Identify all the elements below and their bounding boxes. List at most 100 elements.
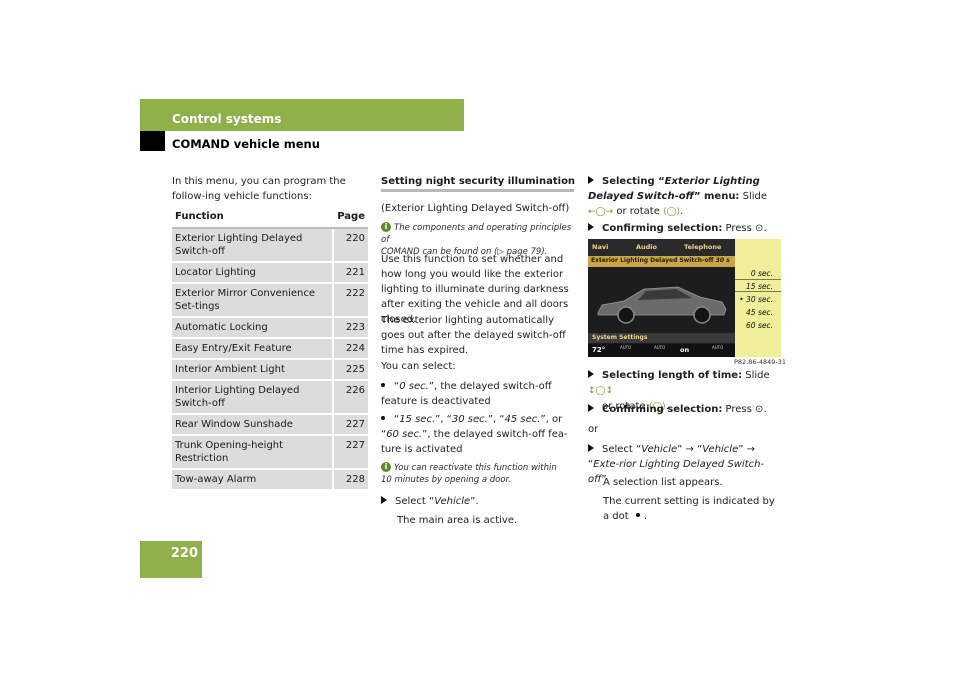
screen-tab-navi: Navi <box>592 243 609 251</box>
step-select-vehicle: Select “Vehicle”. <box>381 494 577 509</box>
table-header-row: Function Page <box>172 207 368 229</box>
step-confirm-2: Confirming selection: Press ⊙. <box>588 402 784 417</box>
table-header-page: Page <box>332 207 368 229</box>
screen-auto-2: AUTO <box>654 345 666 350</box>
result-text-1: A selection list appears. <box>603 477 723 488</box>
comand-screen-image: Navi Audio Telephone Exterior Lighting D… <box>588 239 781 357</box>
screen-tab-telephone: Telephone <box>684 243 722 251</box>
slide-left-right-icon: ←◯→ <box>588 207 614 217</box>
table-cell-function: Exterior Mirror Convenience Set-tings <box>172 284 332 318</box>
screen-option-15: 15 sec. <box>746 282 773 291</box>
page-number-box <box>140 541 202 578</box>
header-tab <box>140 131 165 151</box>
step-select-path: Select “Vehicle” → “Vehicle” → “Exte-rio… <box>588 444 765 485</box>
table-cell-function: Rear Window Sunshade <box>172 415 332 436</box>
step-select-length: Selecting length of time: Slide ↕◯↕or ro… <box>588 370 770 412</box>
step-arrow-icon <box>588 223 594 231</box>
screen-selection-panel <box>735 239 781 357</box>
subheading: (Exterior Lighting Delayed Switch-off) <box>381 203 570 214</box>
table-cell-page: 225 <box>332 360 368 381</box>
table-cell-function: Locator Lighting <box>172 263 332 284</box>
screen-tab-audio: Audio <box>636 243 658 251</box>
table-cell-page: 220 <box>332 229 368 263</box>
slide-up-down-icon: ↕◯↕ <box>588 386 614 396</box>
image-code: P82.86-4849-31 <box>734 358 787 366</box>
bullet-icon <box>381 416 385 420</box>
screen-option-45: 45 sec. <box>746 308 773 317</box>
dot-icon <box>635 513 640 517</box>
section-title: Control systems <box>172 112 282 126</box>
table-cell-page: 228 <box>332 470 368 491</box>
screen-option-0: 0 sec. <box>750 269 773 278</box>
screen-system-settings: System Settings <box>592 334 648 341</box>
heading-rule <box>381 189 574 192</box>
screen-auto-1: AUTO <box>620 345 632 350</box>
bullet-icon <box>381 383 385 387</box>
screen-system-settings-bar <box>588 333 735 343</box>
press-icon: ⊙ <box>755 404 764 415</box>
paragraph-1: Use this function to set whether and how… <box>381 254 569 325</box>
table-cell-page: 224 <box>332 339 368 360</box>
screen-on: on <box>680 346 690 354</box>
step-arrow-icon <box>381 496 387 504</box>
section-heading: Setting night security illumination <box>381 176 576 187</box>
screen-temp: 72° <box>592 346 606 354</box>
step-arrow-icon <box>588 404 594 412</box>
table-cell-function: Interior Ambient Light <box>172 360 332 381</box>
table-cell-page: 227 <box>332 436 368 470</box>
table-header-function: Function <box>172 207 332 229</box>
press-icon: ⊙ <box>755 223 764 234</box>
bullet-item-2: “15 sec.”, “30 sec.”, “45 sec.”, or “60 … <box>381 414 568 455</box>
info-icon: i <box>381 222 391 232</box>
subsection-title: COMAND vehicle menu <box>172 137 320 151</box>
intro-text: In this menu, you can program the follow… <box>172 176 346 202</box>
step-arrow-icon <box>588 370 594 378</box>
info-icon: i <box>381 462 391 472</box>
rotate-icon: ⟨◯⟩ <box>648 402 666 412</box>
table-cell-function: Trunk Opening-height Restriction <box>172 436 332 470</box>
table-cell-function: Interior Lighting Delayed Switch-off <box>172 381 332 415</box>
car-image <box>597 286 727 324</box>
screen-menu-bar <box>588 256 735 267</box>
page-number: 220 <box>170 546 198 561</box>
table-cell-page: 223 <box>332 318 368 339</box>
header-bar <box>140 99 464 131</box>
step-result: The main area is active. <box>397 515 518 526</box>
step-confirm-1: Confirming selection: Press ⊙. <box>588 221 784 236</box>
table-cell-function: Tow-away Alarm <box>172 470 332 491</box>
paragraph-2: The exterior lighting automatically goes… <box>381 315 566 356</box>
table-cell-function: Exterior Lighting Delayed Switch-off <box>172 229 332 263</box>
screen-option-60: 60 sec. <box>746 321 773 330</box>
screen-divider <box>735 279 781 280</box>
bullet-item-1: “0 sec.”, the delayed switch-off feature… <box>381 381 552 407</box>
screen-menu-title: Exterior Lighting Delayed Switch-off 30 … <box>591 257 730 264</box>
table-cell-page: 227 <box>332 415 368 436</box>
step-arrow-icon <box>588 176 594 184</box>
table-cell-page: 226 <box>332 381 368 415</box>
table-cell-page: 221 <box>332 263 368 284</box>
screen-option-30: • 30 sec. <box>739 295 773 304</box>
table-cell-page: 222 <box>332 284 368 318</box>
table-cell-function: Easy Entry/Exit Feature <box>172 339 332 360</box>
step-arrow-icon <box>588 444 594 452</box>
screen-tab-bar <box>588 239 735 256</box>
or-text: or <box>588 424 599 435</box>
paragraph-3: You can select: <box>381 361 456 372</box>
screen-divider <box>735 291 781 292</box>
screen-climate-bar <box>588 344 735 357</box>
table-cell-function: Automatic Locking <box>172 318 332 339</box>
screen-auto-3: AUTO <box>712 345 724 350</box>
step-select-menu: Selecting “Exterior Lighting Delayed Swi… <box>588 176 768 217</box>
rotate-icon: ⟨◯⟩ <box>663 207 681 217</box>
function-table: Function Page Exterior Lighting Delayed … <box>172 207 368 491</box>
